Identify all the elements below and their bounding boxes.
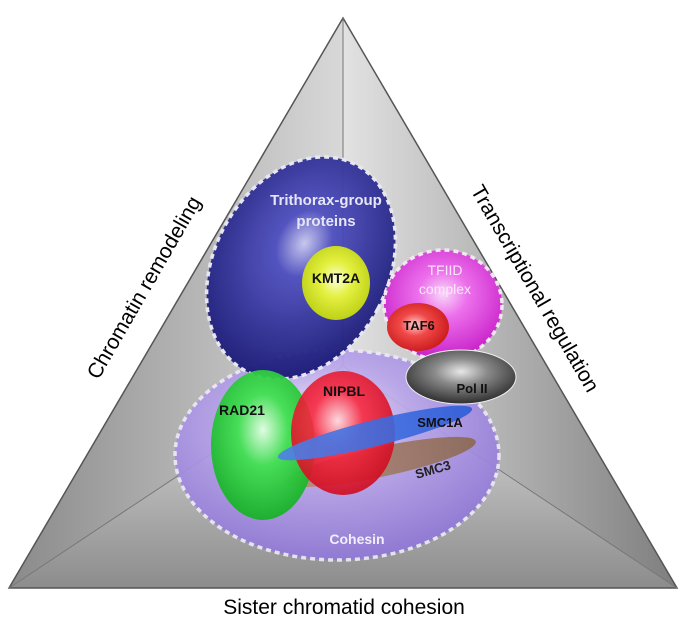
smc1a-label: SMC1A [417,415,463,430]
trithorax-group [204,155,398,381]
rad21-label: RAD21 [219,402,265,418]
taf6-ellipse [387,303,449,351]
trithorax-label-line2: proteins [296,213,355,230]
rad21-ellipse [211,370,315,520]
triangle-outline [7,16,679,589]
pol2-ellipse [405,349,517,405]
kmt2a-ellipse [302,246,370,320]
pol2-label: Pol II [456,381,487,396]
taf6-label: TAF6 [403,318,435,333]
kmt2a-label: KMT2A [312,270,360,286]
nipbl-label: NIPBL [323,383,365,399]
axis-label-bottom: Sister chromatid cohesion [223,596,465,619]
tfiid-label-line2: complex [419,281,471,297]
trithorax-label-line1: Trithorax-group [270,192,382,209]
tfiid-label-line1: TFIID [428,262,463,278]
smc1a-ellipse [277,405,473,461]
cohesin-label: Cohesin [329,531,384,547]
trithorax-ellipse [204,155,398,381]
